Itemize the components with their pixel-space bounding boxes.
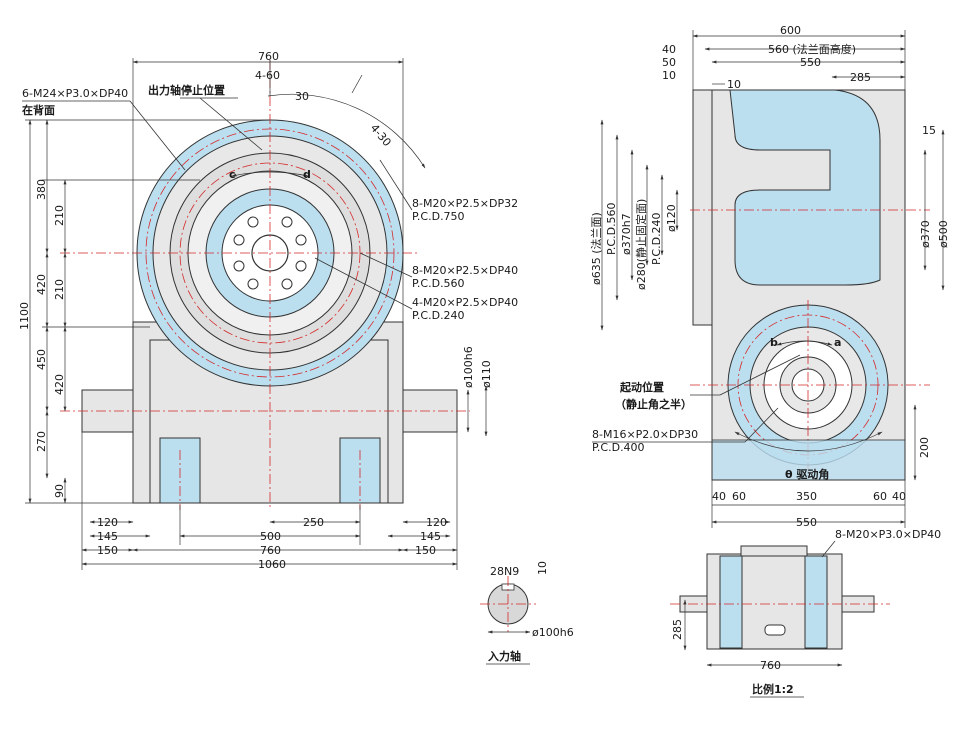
dim-arc-4-30: 4-30 [368,122,394,149]
dim-15: 15 [922,124,936,137]
dim-b550: 550 [796,516,817,529]
note-m16: 8-M16×P2.0×DP30 [592,428,698,441]
dim-d500: ø500 [937,220,950,248]
rotation-d: d [303,168,311,181]
dim-285: 285 [850,71,871,84]
scale-note: 比例1:2 [752,682,794,696]
note-4-m20: 4-M20×P2.5×DP40 [412,296,518,309]
dim-b40-left: 40 [712,490,726,503]
dim-d110: ø110 [480,360,493,388]
note-start-pos: 起动位置 [619,380,664,394]
front-view: 30 4-60 4-30 c d 760 1100 380 210 420 21… [18,50,518,571]
dim-210b: 210 [53,279,66,300]
dim-top-760: 760 [258,50,279,63]
note-m20-p3: 8-M20×P3.0×DP40 [835,528,941,541]
dim-150-right: 150 [415,544,436,557]
inner-bolt-holes [233,216,307,290]
dim-d370h7: ø370h7 [620,213,633,255]
dim-28n9: 28N9 [490,565,519,578]
dim-shaft-dia: ø100h6 [532,626,574,639]
side-cavity [729,89,881,286]
dim-b350: 350 [796,490,817,503]
dim-90: 90 [53,484,66,498]
dim-760-bottom: 760 [260,544,281,557]
dim-380: 380 [35,179,48,200]
shaft-detail: 28N9 10 ø100h6 入力轴 [480,561,574,665]
dim-10a: 10 [662,69,676,82]
dim-d280: ø280(静止固定面) [634,199,648,290]
dim-d100h6: ø100h6 [462,346,475,388]
dim-b60-left: 60 [732,490,746,503]
dim-key-10: 10 [536,561,549,575]
dim-420b: 420 [53,374,66,395]
dim-450: 450 [35,349,48,370]
side-view: 600 560 (法兰面高度) 550 40 50 10 10 285 15 ø… [589,24,950,529]
dim-bottom-285: 285 [671,619,684,640]
note-back-side: 在背面 [22,103,55,117]
dim-560: 560 (法兰面高度) [768,42,856,56]
dim-d120: ø120 [665,204,678,232]
note-stop-position: 出力轴停止位置 [148,83,225,97]
dim-arc-4-60: 4-60 [255,69,280,82]
dim-550: 550 [800,56,821,69]
dim-145-right: 145 [420,530,441,543]
left-shaft [81,389,135,433]
side-flange [692,89,713,326]
dim-arc-30: 30 [295,90,309,103]
dim-120-right: 120 [426,516,447,529]
dim-d635: ø635 (法兰面) [589,212,603,285]
dim-145-left: 145 [97,530,118,543]
note-pcd560: P.C.D.560 [412,277,465,290]
dim-pcd240: P.C.D.240 [650,212,663,265]
bottom-view: 8-M20×P3.0×DP40 285 760 比例1:2 [670,528,941,698]
dim-40: 40 [662,43,676,56]
dim-1100: 1100 [18,302,31,330]
rotation-c: c [229,168,236,181]
dim-1060: 1060 [258,558,286,571]
note-m20-dp32: 8-M20×P2.5×DP32 [412,197,518,210]
dim-210a: 210 [53,205,66,226]
dim-500: 500 [260,530,281,543]
note-pcd750: P.C.D.750 [412,210,465,223]
dim-b60-right: 60 [873,490,887,503]
dim-bottom-760: 760 [760,659,781,672]
dim-270: 270 [35,431,48,452]
dim-120-left: 120 [97,516,118,529]
note-6-m24: 6-M24×P3.0×DP40 [22,87,128,100]
shaft-caption: 入力轴 [488,649,521,663]
note-start-pos-2: （静止角之半） [615,397,692,411]
dim-600: 600 [780,24,801,37]
note-m20-dp40: 8-M20×P2.5×DP40 [412,264,518,277]
dim-150-left: 150 [97,544,118,557]
dim-pcd560: P.C.D.560 [605,202,618,255]
rotation-b: b [770,336,778,349]
dim-50: 50 [662,56,676,69]
dim-250: 250 [303,516,324,529]
dim-10b: 10 [727,78,741,91]
dim-420a: 420 [35,274,48,295]
dim-d370: ø370 [919,220,932,248]
dim-200: 200 [918,437,931,458]
dim-b40-right: 40 [892,490,906,503]
note-pcd400: P.C.D.400 [592,441,645,454]
note-drive-angle: θ 驱动角 [785,467,829,481]
note-pcd240: P.C.D.240 [412,309,465,322]
rotation-a: a [834,336,841,349]
